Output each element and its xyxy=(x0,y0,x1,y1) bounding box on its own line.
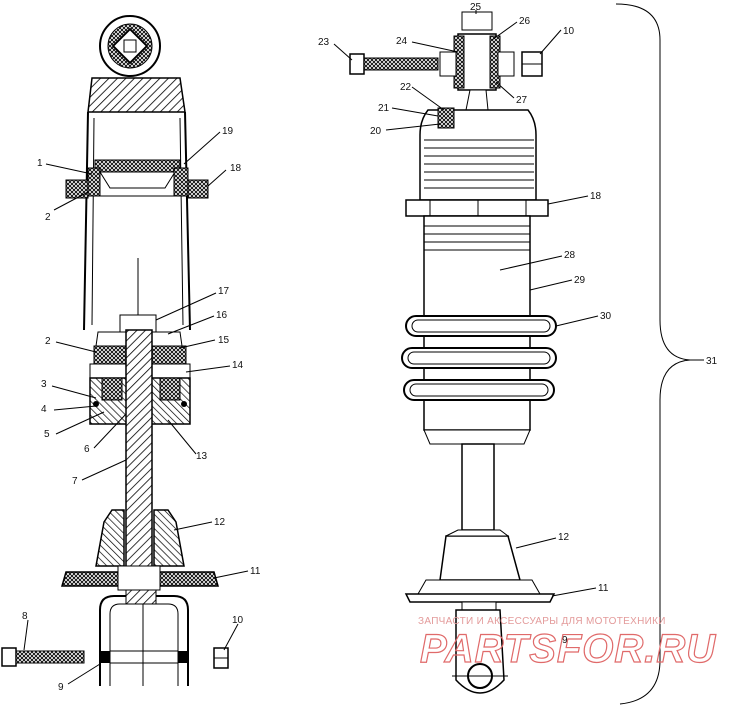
schrader-valve xyxy=(437,107,455,129)
callout-9: 9 xyxy=(58,682,64,693)
clevis-block xyxy=(125,589,157,605)
callout-26: 26 xyxy=(519,16,531,27)
callout-2: 2 xyxy=(45,336,51,347)
callout-18: 18 xyxy=(230,163,242,174)
watermark-logo: PARTSFOR.RU xyxy=(420,627,716,671)
callout-7: 7 xyxy=(72,476,78,487)
bolt-head-left xyxy=(1,647,17,667)
callout-15: 15 xyxy=(218,335,230,346)
spring-coil-2-inner xyxy=(407,351,551,365)
sectional-view xyxy=(1,15,229,686)
upper-eye-inner xyxy=(123,39,137,53)
callout-10: 10 xyxy=(563,26,575,37)
bolt-head-right xyxy=(349,53,365,75)
callout-24: 24 xyxy=(396,36,408,47)
callout-12: 12 xyxy=(558,532,570,543)
callout-23: 23 xyxy=(318,37,330,48)
callout-31: 31 xyxy=(706,356,718,367)
spring-coil-1-inner xyxy=(411,319,551,333)
callout-18: 18 xyxy=(590,191,602,202)
spacer-left xyxy=(439,51,457,77)
callout-17: 17 xyxy=(218,286,230,297)
body-bottom xyxy=(423,429,531,445)
top-bushing-cap xyxy=(461,11,493,31)
bumper-top xyxy=(445,529,510,537)
callout-9: 9 xyxy=(562,635,568,646)
callout-6: 6 xyxy=(84,444,90,455)
oring-right xyxy=(181,401,187,407)
spacer-right xyxy=(497,51,515,77)
callout-27: 27 xyxy=(516,95,528,106)
callout-20: 20 xyxy=(370,126,382,137)
bushing-left-a xyxy=(100,651,110,663)
seat-lower xyxy=(404,593,556,603)
spring-coil-2 xyxy=(401,347,557,369)
callout-2: 2 xyxy=(45,212,51,223)
seal-right xyxy=(173,167,189,197)
callout-3: 3 xyxy=(41,379,47,390)
watermark: ЗАПЧАСТИ И АКСЕССУАРЫ ДЛЯ МОТОТЕХНИКИ PA… xyxy=(418,616,716,672)
body-outer xyxy=(83,111,191,331)
bushing-left-b xyxy=(178,651,188,663)
valve-left xyxy=(65,179,89,199)
shaft xyxy=(125,329,153,571)
callout-25: 25 xyxy=(470,2,482,13)
bumper-right xyxy=(153,509,185,567)
oring-left xyxy=(93,401,99,407)
bumper-left xyxy=(95,509,125,567)
adjuster-ring xyxy=(405,199,549,217)
spring-coil-3-inner xyxy=(409,383,549,397)
callout-19: 19 xyxy=(222,126,234,137)
callout-21: 21 xyxy=(378,103,390,114)
callout-22: 22 xyxy=(400,82,412,93)
callout-28: 28 xyxy=(564,250,576,261)
bolt-shank-left xyxy=(15,650,85,664)
floating-piston-body xyxy=(99,171,176,189)
spring-coil-1 xyxy=(405,315,557,337)
exterior-view xyxy=(349,3,691,705)
floating-piston xyxy=(94,159,181,173)
callout-1: 1 xyxy=(37,158,43,169)
bolt-shank-right xyxy=(363,57,439,71)
neck xyxy=(465,89,489,111)
seal-head-left xyxy=(101,377,123,401)
cap-threads xyxy=(424,139,534,189)
watermark-tagline: ЗАПЧАСТИ И АКСЕССУАРЫ ДЛЯ МОТОТЕХНИКИ xyxy=(418,616,666,627)
upper-eye-outer xyxy=(99,15,161,77)
seal-head-right xyxy=(159,377,181,401)
shaft-exterior xyxy=(461,443,495,531)
callout-29: 29 xyxy=(574,275,586,286)
top-cap xyxy=(87,77,186,113)
rod-end-nut xyxy=(117,565,161,591)
clevis-outer xyxy=(99,595,189,686)
callout-14: 14 xyxy=(232,360,244,371)
callout-4: 4 xyxy=(41,404,47,415)
body-inner xyxy=(91,117,184,326)
reservoir-cap xyxy=(419,109,537,201)
callout-16: 16 xyxy=(216,310,228,321)
seat-upper xyxy=(417,579,541,595)
bumper-exterior xyxy=(439,535,521,581)
spring-coil-3 xyxy=(403,379,555,401)
leader-lines xyxy=(23,10,704,685)
callout-8: 8 xyxy=(22,611,28,622)
callout-11: 11 xyxy=(250,566,261,577)
callout-5: 5 xyxy=(44,429,50,440)
seal-left xyxy=(87,167,101,197)
callout-30: 30 xyxy=(600,311,612,322)
callout-13: 13 xyxy=(196,451,208,462)
callout-11: 11 xyxy=(598,583,609,594)
callout-12: 12 xyxy=(214,517,226,528)
callouts: 1 2 19 18 2 17 16 15 14 3 4 5 6 13 7 12 … xyxy=(22,2,718,693)
clevis-top-ext xyxy=(461,601,497,611)
callout-10: 10 xyxy=(232,615,244,626)
clevis-inner xyxy=(109,603,179,686)
assembly-brace xyxy=(615,3,691,705)
valve-right xyxy=(187,179,209,199)
